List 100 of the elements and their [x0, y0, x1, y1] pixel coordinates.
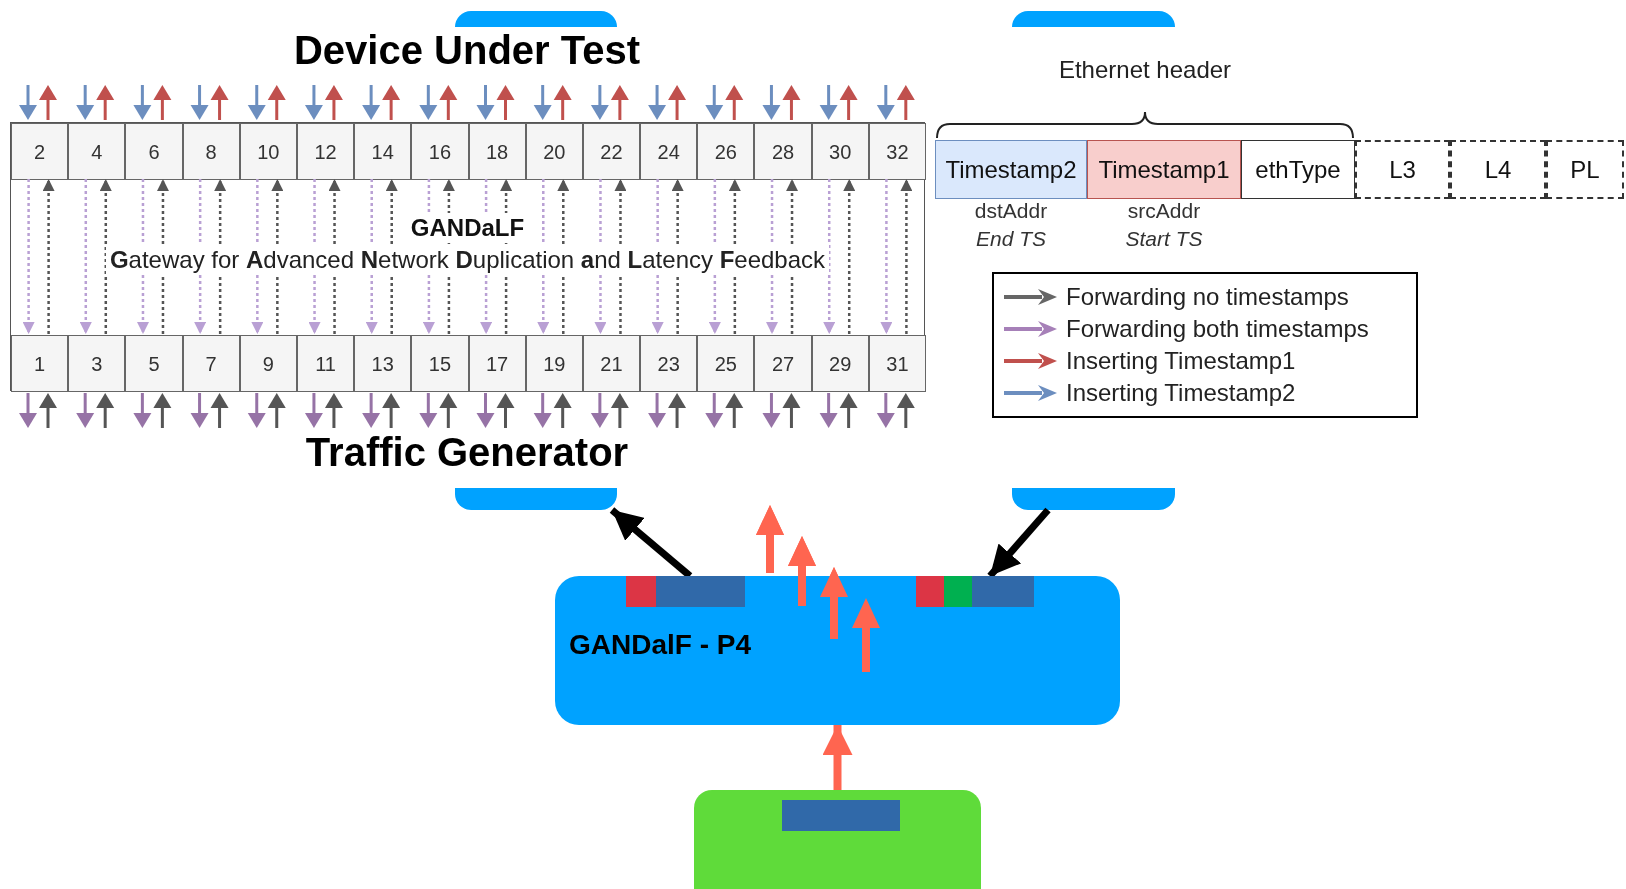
- port-box: [754, 335, 812, 392]
- dotted-arrow: [843, 179, 856, 334]
- dotted-arrow: [728, 179, 741, 334]
- tab-shape: [455, 11, 617, 27]
- port-number: 32: [886, 139, 909, 165]
- arrow: [822, 725, 853, 790]
- field-name: L4: [1484, 154, 1512, 185]
- dotted-arrow: [385, 179, 398, 334]
- port-box: [239, 335, 297, 392]
- dotted-arrow: [766, 179, 779, 334]
- tab-shape: [1012, 11, 1175, 27]
- field-caption: dstAddr: [974, 200, 1048, 221]
- port-box: [525, 335, 583, 392]
- field-name: PL: [1570, 154, 1600, 185]
- dotted-arrow: [22, 179, 35, 334]
- dotted-arrow: [671, 179, 684, 334]
- port-box: [868, 335, 926, 392]
- header-field: [1450, 140, 1546, 199]
- field-name: Timestamp2: [945, 154, 1077, 185]
- port-number: 5: [148, 351, 160, 377]
- arrow: [987, 507, 1051, 579]
- dotted-arrow: [42, 179, 55, 334]
- port-box: [640, 335, 698, 392]
- port-box: [11, 123, 69, 180]
- port-number: 13: [371, 351, 394, 377]
- port-number: 2: [34, 139, 46, 165]
- section-title: Device Under Test: [293, 30, 641, 70]
- switch-name: GANDalF - P4: [569, 628, 752, 662]
- legend-label: Inserting Timestamp2: [1066, 379, 1296, 407]
- port-number: 10: [257, 139, 280, 165]
- dotted-arrow: [537, 179, 550, 334]
- port-box: [296, 335, 355, 392]
- field-caption: Start TS: [1125, 228, 1203, 249]
- legend-label: Forwarding no timestamps: [1066, 283, 1349, 311]
- port-box: [125, 335, 183, 392]
- dotted-arrow: [328, 179, 341, 334]
- dotted-arrow: [308, 179, 321, 334]
- header-field: [1355, 140, 1450, 199]
- header-field: [1087, 140, 1241, 199]
- dotted-arrow: [500, 179, 513, 334]
- port-number: 25: [714, 351, 737, 377]
- port-box: [582, 123, 641, 180]
- dotted-arrow: [786, 179, 799, 334]
- port-box: [811, 123, 869, 180]
- dotted-arrow: [708, 179, 721, 334]
- dotted-arrow: [99, 179, 112, 334]
- port-box: [411, 123, 469, 180]
- port-number: 24: [657, 139, 680, 165]
- port-number: 1: [34, 351, 46, 377]
- field-caption: End TS: [976, 228, 1046, 249]
- tab-shape: [1012, 488, 1175, 510]
- dotted-arrow: [557, 179, 570, 334]
- field-caption: srcAddr: [1127, 200, 1201, 221]
- port-number: 4: [91, 139, 103, 165]
- port-number: 31: [886, 351, 909, 377]
- port-number: 8: [205, 139, 217, 165]
- port-box: [354, 123, 412, 180]
- port-number: 20: [543, 139, 566, 165]
- port-number: 18: [485, 139, 509, 165]
- dotted-arrow: [900, 179, 913, 334]
- dotted-arrow: [251, 179, 264, 334]
- port-box: [525, 123, 583, 180]
- port-number: 28: [771, 139, 795, 165]
- dotted-arrow: [136, 179, 149, 334]
- header-field: [935, 140, 1087, 199]
- dotted-arrow: [480, 179, 493, 334]
- field-name: Timestamp1: [1098, 154, 1230, 185]
- port-box: [640, 123, 698, 180]
- port-box: [125, 123, 183, 180]
- dotted-arrow: [271, 179, 284, 334]
- port-number: 3: [91, 351, 103, 377]
- dotted-arrow: [194, 179, 207, 334]
- port-box: [182, 335, 240, 392]
- dotted-arrow: [651, 179, 664, 334]
- port-box: [68, 123, 126, 180]
- port-box: [11, 335, 69, 392]
- port-number: 29: [829, 351, 852, 377]
- port-box: [296, 123, 355, 180]
- dotted-arrow: [156, 179, 169, 334]
- tab-shape: [455, 488, 617, 510]
- port-box: [468, 123, 526, 180]
- dotted-arrow: [880, 179, 893, 334]
- port-number: 27: [771, 351, 795, 377]
- port-box: [182, 123, 240, 180]
- port-box: [811, 335, 869, 392]
- port-number: 16: [428, 139, 452, 165]
- dotted-arrow: [365, 179, 378, 334]
- legend-label: Forwarding both timestamps: [1066, 315, 1369, 343]
- dotted-arrow: [214, 179, 227, 334]
- section-title: Traffic Generator: [305, 432, 629, 472]
- port-number: 21: [600, 351, 623, 377]
- port-box: [697, 123, 755, 180]
- port-number: 30: [829, 139, 852, 165]
- port-number: 23: [657, 351, 680, 377]
- legend-label: Inserting Timestamp1: [1066, 347, 1296, 375]
- port-number: 6: [148, 139, 160, 165]
- arrow: [609, 507, 693, 579]
- port-box: [239, 123, 297, 180]
- field-name: L3: [1389, 154, 1416, 185]
- dotted-arrow: [422, 179, 435, 334]
